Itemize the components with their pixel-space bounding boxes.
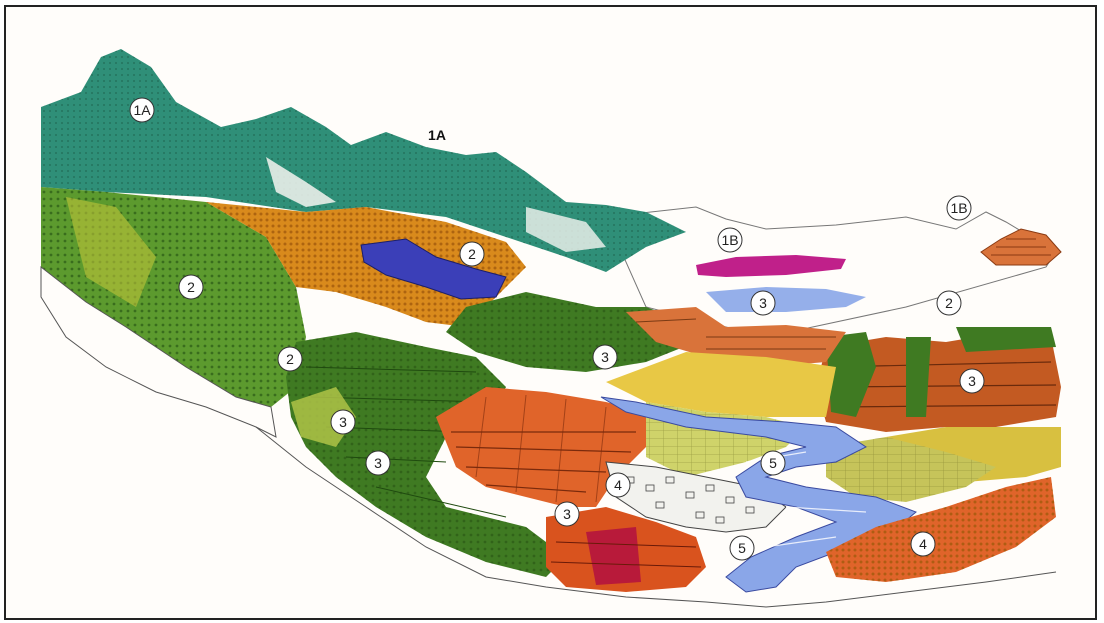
label-2-lower-text: 2 <box>286 351 294 367</box>
label-1a-peak-text: 1A <box>133 102 151 118</box>
label-5-lower: 5 <box>729 535 755 561</box>
label-1a-title: 1A <box>428 127 446 143</box>
label-4-village-text: 4 <box>614 477 622 493</box>
crimson-field <box>586 527 641 585</box>
label-3-left-a: 3 <box>330 409 356 435</box>
label-4-village: 4 <box>605 472 631 498</box>
label-1b-right: 1B <box>946 195 972 221</box>
label-2-lower: 2 <box>277 346 303 372</box>
snow-patch <box>526 207 606 252</box>
label-2-lake: 2 <box>459 241 485 267</box>
label-2-left: 2 <box>178 274 204 300</box>
foreground-outline <box>255 426 1057 608</box>
mountain-lake <box>360 238 507 300</box>
label-3-valley: 3 <box>750 290 776 316</box>
label-1b-right-text: 1B <box>950 200 967 216</box>
label-1b-left-text: 1B <box>721 232 738 248</box>
upper-valley-water <box>706 287 866 312</box>
magenta-vegetation-1b <box>696 255 846 277</box>
label-3-left-a-text: 3 <box>339 414 347 430</box>
label-3-lower: 3 <box>554 501 580 527</box>
label-3-right-text: 3 <box>968 373 976 389</box>
label-5-river-text: 5 <box>769 455 777 471</box>
landscape-illustration: 1A 1A 1B 1B 2 2 2 2 3 3 3 3 3 <box>40 49 1062 608</box>
label-3-right: 3 <box>959 368 985 394</box>
label-3-lower-text: 3 <box>563 506 571 522</box>
label-3-mid: 3 <box>592 344 618 370</box>
label-3-valley-text: 3 <box>759 295 767 311</box>
orange-terraces-center <box>436 387 646 507</box>
label-2-right-text: 2 <box>945 295 953 311</box>
illustration-frame: 1A 1A 1B 1B 2 2 2 2 3 3 3 3 3 <box>4 5 1097 620</box>
village-houses <box>625 476 755 524</box>
label-4-right-text: 4 <box>919 536 927 552</box>
label-2-lake-text: 2 <box>468 246 476 262</box>
label-4-right: 4 <box>910 531 936 557</box>
village-area <box>605 461 787 533</box>
label-2-left-text: 2 <box>187 279 195 295</box>
label-1a-peak: 1A <box>129 97 155 123</box>
yellow-fields-center <box>606 352 836 417</box>
left-ravine-terrain <box>40 265 277 438</box>
label-2-right: 2 <box>936 290 962 316</box>
label-5-river: 5 <box>760 450 786 476</box>
label-3-mid-text: 3 <box>601 349 609 365</box>
label-1b-left: 1B <box>717 227 743 253</box>
right-forest-strip <box>826 332 876 417</box>
label-3-left-b-text: 3 <box>374 455 382 471</box>
label-5-lower-text: 5 <box>738 540 746 556</box>
label-3-left-b: 3 <box>365 450 391 476</box>
snow-patch <box>266 157 336 207</box>
